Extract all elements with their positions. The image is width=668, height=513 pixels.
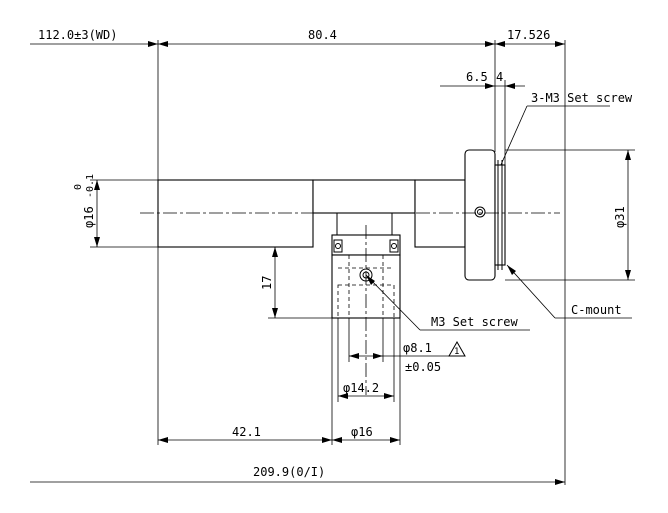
bore-tolerance-label: ±0.05	[405, 360, 441, 374]
total-length-label: 209.9(0/I)	[253, 465, 325, 479]
port-outer-label: φ16	[351, 425, 373, 439]
drop-dimension: 17	[260, 246, 332, 319]
bore-dimension: φ8.1 1 ±0.05	[348, 318, 466, 374]
screw-offset-tail-label: 4	[496, 70, 503, 84]
port-outer-dimension: 42.1 φ16	[158, 318, 401, 445]
screw-offset-dimension: 6.5 4	[440, 70, 525, 89]
mount-depth-label: 17.526	[507, 28, 550, 42]
mount-diameter-label: φ31	[613, 206, 627, 228]
m3-screw-callout: M3 Set screw	[365, 274, 530, 331]
tube-diameter-dimension: φ16 0 -0.1	[73, 174, 158, 248]
port-offset-label: 42.1	[232, 425, 261, 439]
bore-diameter-label: φ8.1	[403, 341, 432, 355]
note-mark-label: 1	[454, 347, 459, 357]
port-inner-dimension: φ14.2	[337, 318, 395, 402]
screw-offset-label: 6.5	[466, 70, 488, 84]
total-length-dimension: 209.9(0/I)	[30, 465, 565, 485]
center-lines	[140, 212, 560, 395]
tube-tol-upper-label: 0	[73, 184, 84, 190]
lens-body	[157, 149, 506, 281]
port-inner-label: φ14.2	[343, 381, 379, 395]
set-screw-3-label: 3-M3 Set screw	[531, 91, 633, 105]
tube-diameter-label: φ16	[82, 206, 96, 228]
c-mount-label: C-mount	[571, 303, 622, 317]
tube-tol-lower-label: -0.1	[85, 174, 96, 198]
top-dimension-row: 112.0±3(WD) 80.4 17.526	[30, 28, 565, 47]
drop-label: 17	[260, 276, 274, 290]
wd-dimension-label: 112.0±3(WD)	[38, 28, 117, 42]
mount-diameter-dimension: φ31	[505, 149, 635, 281]
m3-screw-label: M3 Set screw	[431, 315, 518, 329]
c-mount-callout: C-mount	[506, 264, 632, 319]
extension-lines	[157, 40, 566, 485]
barrel-length-label: 80.4	[308, 28, 337, 42]
note-triangle-icon	[448, 340, 466, 357]
